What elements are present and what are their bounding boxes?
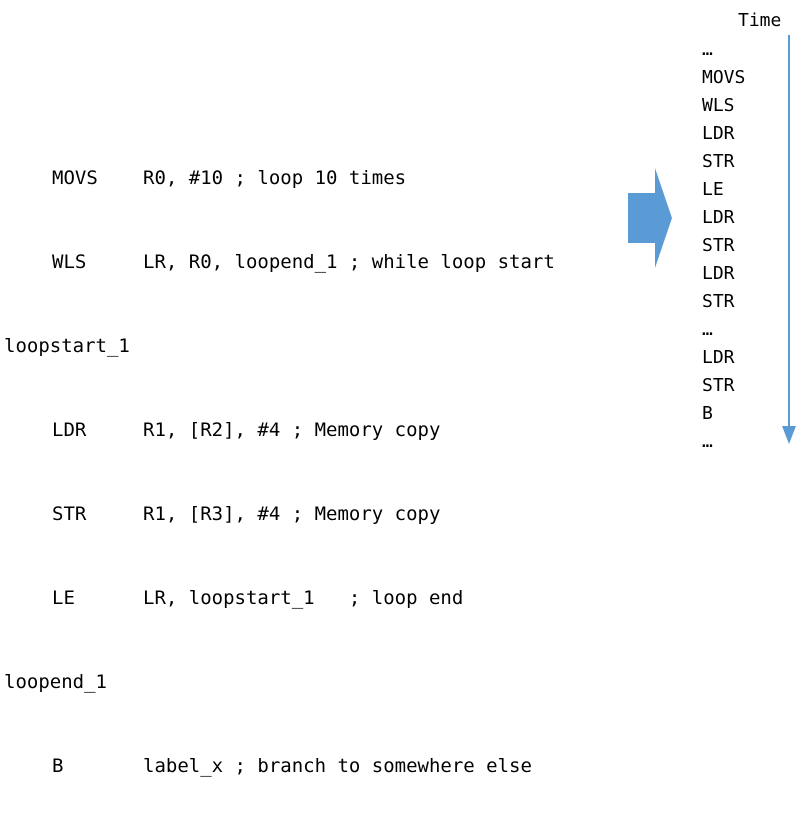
timeline-step: LDR [702,207,735,228]
right-block-arrow-icon [628,168,672,268]
code-line: STR R1, [R3], #4 ; Memory copy [4,500,555,528]
diagram-arrows [628,35,796,444]
timeline-step: B [702,403,713,424]
opcode: LDR [52,419,87,441]
timeline-step: STR [702,151,735,172]
timeline-step: LDR [702,263,735,284]
timeline-step: STR [702,291,735,312]
code-line: LDR R1, [R2], #4 ; Memory copy [4,416,555,444]
opcode: LE [52,587,75,609]
operands: LR, loopstart_1 ; loop end [143,587,464,609]
timeline-step: LDR [702,123,735,144]
opcode: MOVS [52,167,98,189]
operands: R1, [R2], #4 ; Memory copy [143,419,441,441]
timeline-step: STR [702,375,735,396]
timeline-step: LE [702,179,724,200]
opcode: STR [52,503,87,525]
operands: LR, R0, loopend_1 ; while loop start [143,251,555,273]
operands: label_x ; branch to somewhere else [143,755,532,777]
operands: R0, #10 ; loop 10 times [143,167,407,189]
timeline-step: … [702,39,713,60]
code-line: WLS LR, R0, loopend_1 ; while loop start [4,248,555,276]
timeline-step: MOVS [702,67,746,88]
code-line: LE LR, loopstart_1 ; loop end [4,584,555,612]
timeline-step: STR [702,235,735,256]
execution-timeline: … MOVS WLS LDR STR LE LDR STR LDR STR … … [702,36,745,456]
code-label: loopstart_1 [4,335,130,357]
timeline-step: … [702,319,713,340]
time-axis-title: Time [738,10,782,31]
code-label: loopend_1 [4,671,107,693]
down-arrow-icon [782,426,796,444]
operands: R1, [R3], #4 ; Memory copy [143,503,441,525]
opcode: WLS [52,251,87,273]
timeline-step: WLS [702,95,735,116]
opcode: B [52,755,64,777]
code-line: MOVS R0, #10 ; loop 10 times [4,164,555,192]
timeline-step: … [702,431,713,452]
timeline-step: LDR [702,347,735,368]
